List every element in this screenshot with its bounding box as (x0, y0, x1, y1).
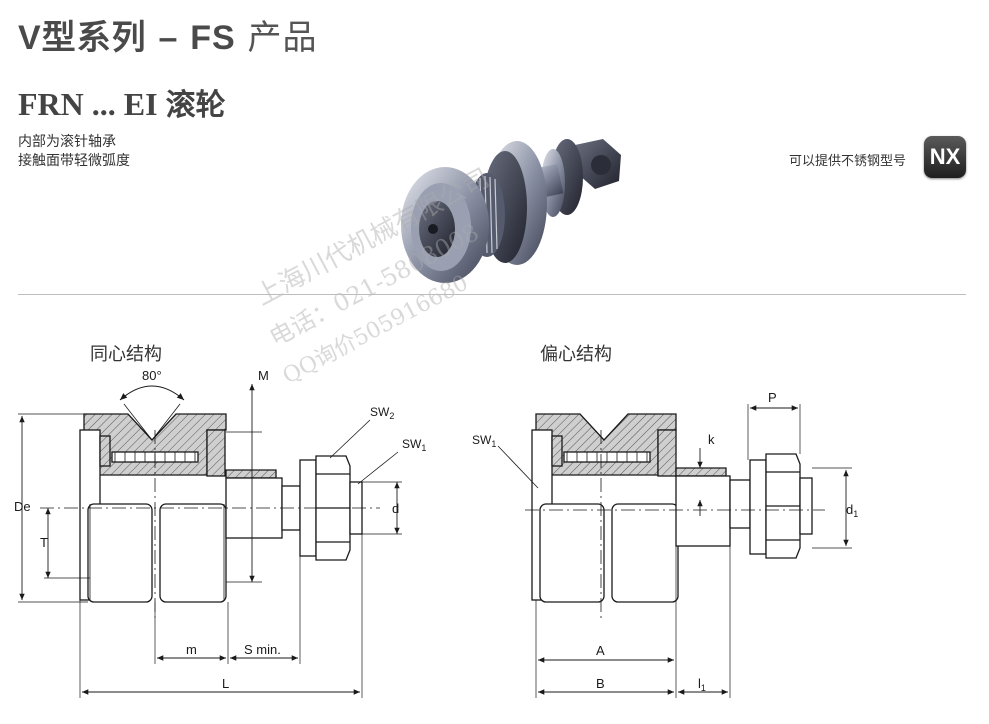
series-prefix: V型系列 (18, 19, 147, 57)
desc-line-2: 接触面带轻微弧度 (18, 153, 130, 169)
label-B: B (596, 676, 605, 691)
label-S-min: S min. (244, 642, 281, 657)
eccentric-title: 偏心结构 (540, 344, 612, 365)
section-divider (18, 294, 966, 295)
label-SW1-right: SW1 (472, 433, 496, 449)
product-name: 滚轮 (165, 88, 226, 123)
series-code: FS (190, 19, 236, 57)
label-l1: l1 (698, 676, 706, 693)
label-De: De (14, 499, 31, 514)
label-SW2: SW2 (370, 405, 394, 421)
series-title: V型系列 – FS 产品 (18, 10, 318, 59)
label-k: k (708, 432, 715, 447)
label-d: d (392, 501, 399, 516)
series-suffix: 产品 (247, 18, 318, 58)
label-T: T (40, 535, 48, 550)
product-photo (401, 139, 621, 283)
label-d1: d1 (846, 502, 858, 519)
concentric-drawing (18, 384, 402, 698)
label-m: m (186, 642, 197, 657)
label-M: M (258, 368, 269, 383)
desc-line-1: 内部为滚针轴承 (18, 134, 116, 150)
nx-badge: NX (924, 136, 966, 178)
concentric-title: 同心结构 (90, 344, 162, 365)
nx-availability-text: 可以提供不锈钢型号 (789, 154, 907, 169)
eccentric-drawing (497, 404, 852, 698)
label-SW1: SW1 (402, 437, 426, 453)
label-L: L (222, 676, 229, 691)
label-P: P (768, 390, 777, 405)
product-code: FRN ... EI (18, 86, 158, 122)
product-title: FRN ... EI 滚轮 (18, 80, 226, 124)
series-dash: – (158, 19, 179, 57)
label-A: A (596, 643, 605, 658)
label-angle: 80° (142, 368, 162, 383)
